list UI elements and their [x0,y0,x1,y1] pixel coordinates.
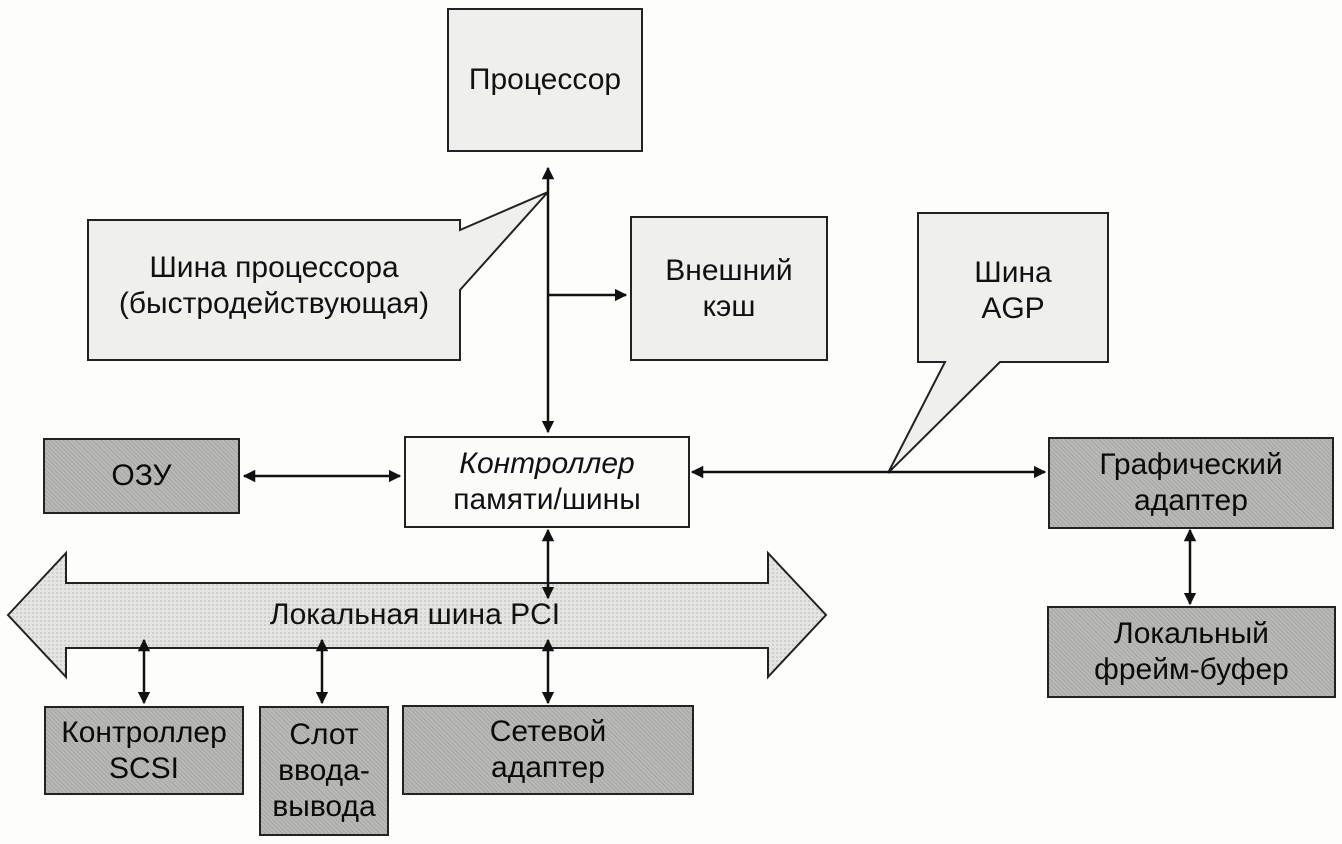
pci-bus-arrow [6,550,828,680]
scsi-label-line1: Контроллер [61,715,227,749]
framebuffer-label-line2: фрейм-буфер [1094,653,1289,686]
graphics-label-line1: Графический [1099,448,1283,481]
controller-label-line1: Контроллер [459,447,635,480]
ram-label: ОЗУ [111,459,172,492]
slot-label-line3: вывода [272,790,376,823]
network-label-line2: адаптер [491,751,605,784]
network-label-line1: Сетевой [489,715,607,748]
cpu-bus-label: Шина процессора (быстродействующая) [92,250,456,322]
pci-bus-label: Локальная шина PCI [269,598,561,631]
processor-box: Процессор [447,8,643,152]
cpu-bus-label-line1: Шина процессора [149,251,399,284]
agp-bus-label-line2: AGP [981,292,1045,325]
agp-bus-label: Шина AGP [920,255,1106,327]
ram-box: ОЗУ [43,438,240,514]
framebuffer-box: Локальный фрейм-буфер [1047,606,1336,698]
cpu-bus-label-line2: (быстродействующая) [118,287,430,320]
cache-label-line1: Внешний [665,253,793,287]
agp-bus-label-line1: Шина [974,256,1052,289]
graphics-adapter-box: Графический адаптер [1048,437,1334,529]
cache-label-line2: кэш [702,289,756,323]
cpu-bus-callout [87,191,549,361]
slot-label-line2: ввода- [278,754,370,787]
external-cache-box: Внешний кэш [630,216,828,361]
slot-label-line1: Слот [289,718,359,751]
controller-label-line2: памяти/шины [453,483,641,516]
io-slot-box: Слот ввода- вывода [259,706,389,836]
framebuffer-label-line1: Локальный [1114,617,1269,650]
graphics-label-line2: адаптер [1134,484,1248,517]
memory-controller-box: Контроллер памяти/шины [404,436,690,528]
scsi-label-line2: SCSI [108,751,180,785]
processor-label: Процессор [468,63,622,96]
agp-bus-callout [887,212,1109,474]
network-adapter-box: Сетевой адаптер [402,705,694,795]
scsi-controller-box: Контроллер SCSI [44,706,244,795]
